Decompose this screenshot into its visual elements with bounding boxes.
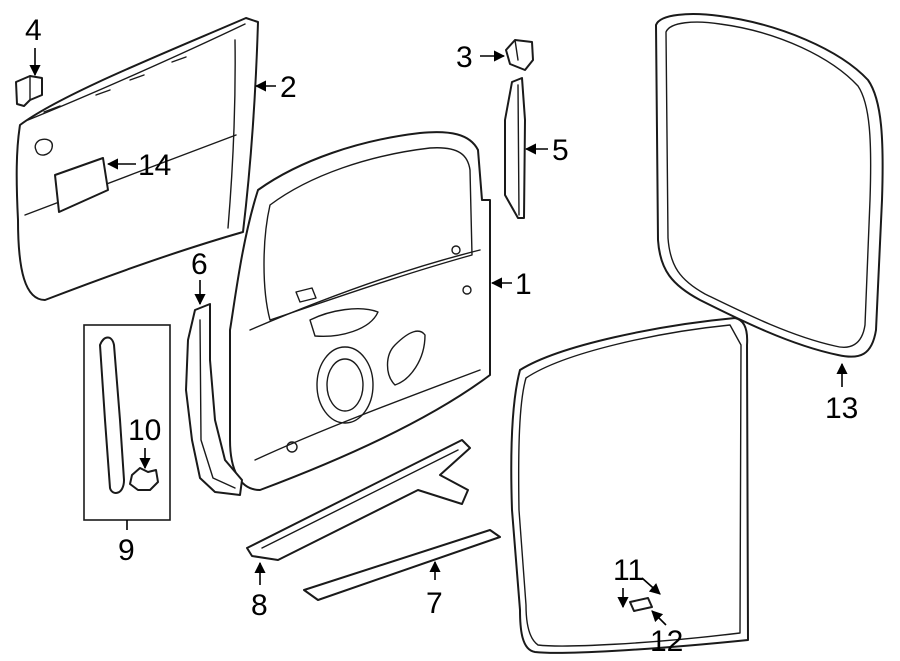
callout-3: 3 <box>456 41 473 74</box>
lower-rail-part-8 <box>246 439 471 561</box>
leader-12 <box>651 610 667 626</box>
push-clip-part-10 <box>129 467 159 491</box>
door-outer-panel <box>15 17 259 301</box>
clip-part-4 <box>15 75 43 107</box>
seal-channel-part-6 <box>185 303 243 496</box>
connector-plug-part-12 <box>629 597 653 612</box>
leader-lines <box>29 48 848 626</box>
callout-12: 12 <box>650 625 683 658</box>
callout-11: 11 <box>613 554 644 587</box>
callout-13: 13 <box>825 392 858 425</box>
leader-11b <box>641 577 661 595</box>
callout-5: 5 <box>552 134 569 167</box>
callout-labels: 1 2 3 4 5 6 7 8 9 10 11 12 13 14 <box>25 14 858 658</box>
bracket-part-3 <box>505 39 534 71</box>
callout-4: 4 <box>25 14 42 47</box>
weatherstrip-loop <box>510 317 749 654</box>
callout-10: 10 <box>128 414 161 447</box>
weatherstrip-part-13 <box>655 13 884 358</box>
trim-strip-part-5 <box>504 77 526 219</box>
door-pad <box>54 157 109 213</box>
callout-7: 7 <box>426 587 443 620</box>
door-shell <box>229 131 491 491</box>
callout-14: 14 <box>138 149 171 182</box>
callout-2: 2 <box>280 71 297 104</box>
callout-6: 6 <box>191 248 208 281</box>
callout-9: 9 <box>118 534 135 567</box>
callout-8: 8 <box>251 589 268 622</box>
callout-1: 1 <box>515 268 532 301</box>
sill-strip-part-7 <box>303 529 501 601</box>
callout-box-part-9 <box>83 324 171 521</box>
